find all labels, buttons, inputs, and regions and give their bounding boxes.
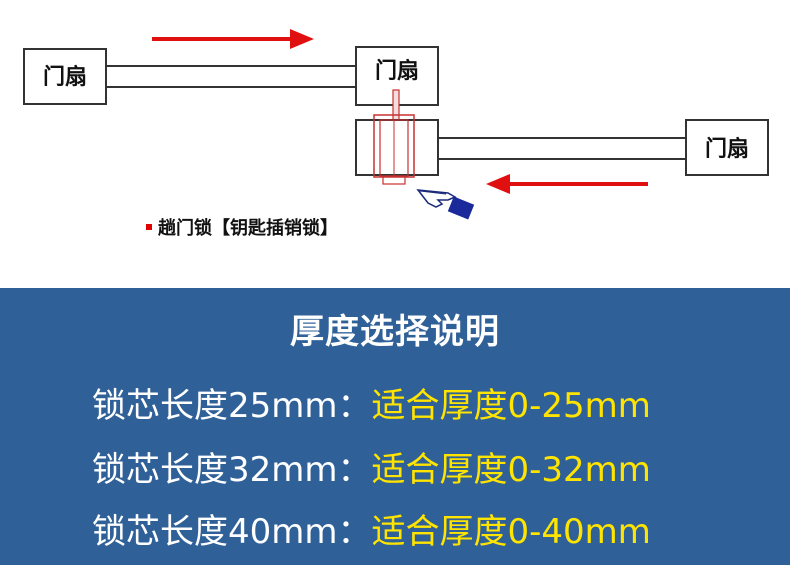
lock-body: [373, 114, 415, 178]
top-door-rail: [105, 65, 357, 88]
lock-caption-text: 趟门锁【钥匙插销锁】: [158, 218, 338, 239]
door-lock-box: [355, 119, 439, 176]
spec-row-value: 适合厚度0-25mm: [371, 386, 651, 426]
door-left-box: [23, 48, 107, 105]
door-left-label: 门扇: [43, 64, 87, 90]
door-right-box: [685, 119, 769, 176]
spec-row: 锁芯长度40mm：适合厚度0-40mm: [92, 504, 651, 553]
lock-keyhole: [382, 175, 406, 185]
bottom-arrow-head: [486, 174, 510, 194]
spec-row: 锁芯长度25mm：适合厚度0-25mm: [92, 378, 651, 427]
lock-caption: 趟门锁【钥匙插销锁】: [146, 214, 338, 240]
sliding-door-diagram: 门扇 门扇 门扇: [23, 29, 769, 220]
spec-row-label: 锁芯长度40mm：: [92, 512, 372, 552]
spec-row-value: 适合厚度0-32mm: [371, 450, 651, 490]
door-right-label: 门扇: [705, 136, 749, 162]
door-top-mid-label: 门扇: [375, 58, 419, 84]
spec-row-label: 锁芯长度25mm：: [92, 386, 372, 426]
spec-row: 锁芯长度32mm：适合厚度0-32mm: [92, 442, 651, 491]
spec-row-label: 锁芯长度32mm：: [92, 450, 372, 490]
bullet-icon: [146, 224, 152, 230]
thickness-panel: [0, 288, 790, 565]
panel-title: 厚度选择说明: [290, 312, 500, 352]
bottom-margin: [0, 565, 790, 587]
spec-row-value: 适合厚度0-40mm: [371, 512, 651, 552]
pointing-hand-icon: [416, 189, 475, 220]
bottom-door-rail: [437, 137, 689, 160]
top-arrow-head: [290, 29, 314, 49]
